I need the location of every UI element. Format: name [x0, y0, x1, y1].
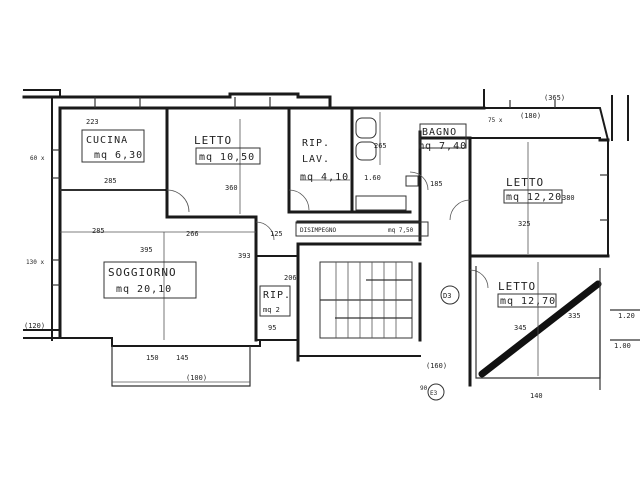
dim-335: 335 — [568, 312, 581, 320]
dim-360: 360 — [225, 184, 238, 192]
dim-365: (365) — [544, 94, 565, 102]
diagonal-stroke — [475, 266, 602, 379]
dim-206: 206 — [284, 274, 297, 282]
room-label-rip-lav: RIP. LAV. mq 4,10 — [300, 138, 349, 183]
dim-75: 75 x — [488, 117, 503, 124]
letto3-name: LETTO — [498, 280, 536, 293]
rip-lav-name1: RIP. — [302, 138, 330, 149]
room-label-letto-1: LETTO mq 10,50 — [194, 134, 261, 165]
dim-285-sogg: 285 — [92, 227, 105, 235]
rip-lav-area: mq 4,10 — [300, 172, 349, 183]
soggiorno-area: mq 20,10 — [116, 284, 172, 295]
disimpegno-area: mq 7,50 — [388, 227, 414, 234]
room-label-soggiorno: SOGGIORNO mq 20,10 — [103, 261, 197, 299]
dim-160b: (160) — [426, 362, 447, 370]
dim-60: 60 x — [30, 155, 45, 162]
dim-145: 145 — [176, 354, 189, 362]
soggiorno-name: SOGGIORNO — [108, 266, 177, 279]
cucina-name: CUCINA — [86, 135, 128, 146]
cucina-area: mq 6,30 — [94, 150, 143, 161]
rip-lav-name2: LAV. — [302, 154, 330, 165]
room-label-bagno: BAGNO mq 7,40 — [418, 123, 467, 152]
disimpegno-name: DISIMPEGNO — [300, 227, 337, 234]
exterior-walls — [22, 89, 610, 347]
dim-265: 265 — [374, 142, 387, 150]
dim-100: (100) — [186, 374, 207, 382]
dim-120: (120) — [24, 322, 45, 330]
dimension-labels: 285 223 360 1.60 265 285 266 393 395 125… — [24, 94, 635, 400]
room-label-disimpegno: DISIMPEGNO mq 7,50 — [295, 221, 429, 237]
dim-140: 140 — [530, 392, 543, 400]
dim-395: 395 — [140, 246, 153, 254]
dim-120r: 1.20 — [618, 312, 635, 320]
dim-345: 345 — [514, 324, 527, 332]
room-label-letto-2: LETTO mq 12,20 — [503, 176, 563, 204]
bathroom-fixtures — [355, 112, 419, 211]
dim-95: 95 — [268, 324, 276, 332]
letto1-name: LETTO — [194, 134, 232, 147]
letto3-area: mq 12,70 — [500, 296, 556, 307]
dim-185: 185 — [430, 180, 443, 188]
dim-393: 393 — [238, 252, 251, 260]
dim-100r: 1.00 — [614, 342, 631, 350]
rip2-name: RIP. — [263, 290, 291, 301]
room-label-rip-2: RIP. mq 2 — [259, 285, 291, 317]
dim-1-60: 1.60 — [364, 174, 381, 182]
dim-125: 125 — [270, 230, 283, 238]
dim-223: 223 — [86, 118, 99, 126]
window-marks — [52, 97, 608, 286]
letto2-name: LETTO — [506, 176, 544, 189]
staircase — [319, 261, 413, 339]
letto1-area: mq 10,50 — [199, 152, 255, 163]
room-label-letto-3: LETTO mq 12,70 — [497, 280, 557, 308]
dim-380: 380 — [562, 194, 575, 202]
room-label-cucina: CUCINA mq 6,30 — [81, 129, 145, 163]
rip2-area: mq 2 — [263, 306, 280, 314]
interior-walls — [58, 106, 610, 387]
bagno-area: mq 7,40 — [418, 141, 467, 152]
dim-130: 130 x — [26, 259, 44, 266]
dim-266: 266 — [186, 230, 199, 238]
dim-150: 150 — [146, 354, 159, 362]
stair-mark2-label: E3 — [430, 390, 438, 397]
stair-mark: D3 E3 — [427, 285, 460, 401]
dimension-lines — [60, 119, 539, 376]
stair-mark-label: D3 — [443, 292, 451, 300]
right-fragments — [599, 95, 640, 390]
dim-90: 90 — [420, 385, 428, 392]
dim-325: 325 — [518, 220, 531, 228]
balcony — [111, 346, 251, 387]
bagno-name: BAGNO — [422, 127, 457, 138]
dim-180: (180) — [520, 112, 541, 120]
door-swings — [166, 171, 489, 289]
dim-285-cucina: 285 — [104, 177, 117, 185]
letto2-area: mq 12,20 — [506, 192, 562, 203]
